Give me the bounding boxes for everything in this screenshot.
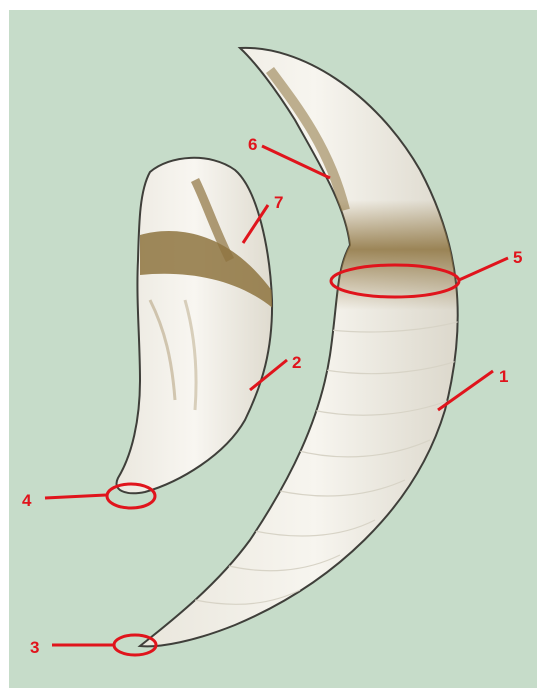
callout-label-2: 2 — [292, 353, 301, 372]
callout-label-6: 6 — [248, 135, 257, 154]
callout-label-5: 5 — [513, 248, 522, 267]
callout-label-3: 3 — [30, 638, 39, 657]
callout-label-7: 7 — [274, 193, 283, 212]
callout-label-1: 1 — [499, 367, 508, 386]
callout-label-4: 4 — [22, 491, 32, 510]
